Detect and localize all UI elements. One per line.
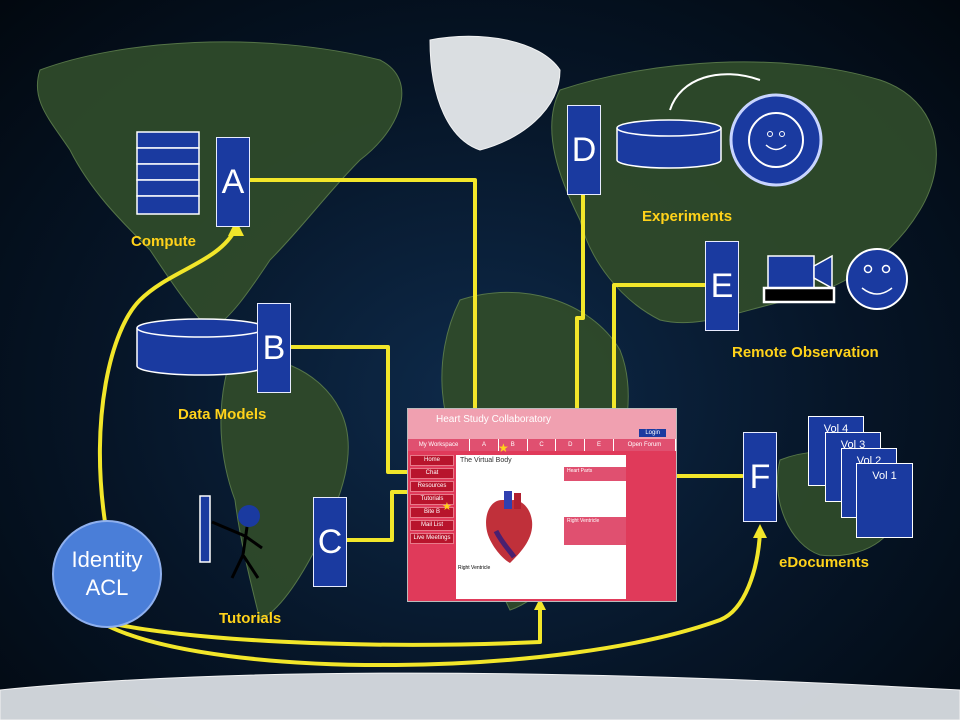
observer-face-icon — [846, 248, 908, 310]
website-tab-open-forum[interactable]: Open Forum — [613, 439, 676, 451]
website-header: Heart Study Collaboratory Login — [408, 409, 676, 439]
website-tab-c[interactable]: C — [527, 439, 557, 451]
label-edocuments: eDocuments — [779, 554, 870, 571]
website-login-button[interactable]: Login — [639, 429, 666, 437]
website-nav-tutorials[interactable]: Tutorials — [410, 494, 454, 505]
node-d[interactable]: D — [567, 105, 601, 195]
website-content-title: The Virtual Body — [460, 457, 512, 464]
arrowhead-a — [228, 220, 244, 236]
presenter-figure-icon — [199, 495, 263, 579]
website-nav-home[interactable]: Home — [410, 455, 454, 466]
website-nav-bite-b[interactable]: Bite B — [410, 507, 454, 518]
label-data-models: Data Models — [178, 406, 267, 423]
arrowhead-web-bottom — [534, 598, 546, 610]
website-nav-resources[interactable]: Resources — [410, 481, 454, 492]
connector-d-to-web — [575, 193, 585, 442]
website-tab-bar: My Workspace A B C D E Open Forum — [408, 439, 676, 451]
camera-icon — [762, 254, 836, 304]
heart-illustration-icon — [486, 491, 533, 563]
website-title: Heart Study Collaboratory — [436, 414, 552, 425]
website-heart-parts-box: Heart Parts — [564, 467, 626, 481]
identity-line-1: Identity — [71, 547, 143, 572]
identity-line-2: ACL — [85, 575, 129, 600]
node-f[interactable]: F — [743, 432, 777, 522]
website-tab-my-workspace[interactable]: My Workspace — [408, 439, 471, 451]
label-tutorials: Tutorials — [219, 610, 282, 627]
connector-identity-to-a — [97, 226, 238, 524]
document-vol-1[interactable]: Vol 1 — [856, 463, 913, 538]
node-a[interactable]: A — [216, 137, 250, 227]
identity-acl-node[interactable]: Identity ACL — [52, 520, 162, 628]
connector-identity-to-f — [106, 530, 762, 667]
database-cylinder-icon — [136, 318, 266, 376]
collaboratory-website-thumbnail[interactable]: Heart Study Collaboratory Login My Works… — [407, 408, 677, 602]
connector-e-to-web — [612, 283, 707, 444]
node-c[interactable]: C — [313, 497, 347, 587]
node-b[interactable]: B — [257, 303, 291, 393]
node-e[interactable]: E — [705, 241, 739, 331]
website-right-ventricle-box: Right Ventricle — [564, 517, 626, 545]
website-tab-e[interactable]: E — [585, 439, 614, 451]
antarctica-landmass — [0, 672, 960, 720]
website-nav-mail-list[interactable]: Mail List — [410, 520, 454, 531]
label-compute: Compute — [131, 233, 196, 250]
greenland-landmass — [429, 35, 561, 151]
south-america-landmass — [220, 356, 349, 621]
experiment-storage-cylinder-icon — [616, 119, 722, 169]
website-content-panel: The Virtual Body Heart Parts Right Ventr… — [456, 455, 626, 599]
arrowhead-f — [753, 524, 767, 538]
star-marker-icon: ★ — [498, 441, 509, 455]
website-nav-chat[interactable]: Chat — [410, 468, 454, 479]
instrument-dish-icon — [669, 73, 823, 187]
connector-identity-to-web — [104, 602, 542, 647]
website-ventricle-caption: Right Ventricle — [458, 565, 491, 571]
website-sidebar: Home Chat Resources Tutorials Bite B Mai… — [410, 455, 454, 546]
website-tab-b[interactable]: B — [498, 439, 528, 451]
website-tab-a[interactable]: A — [470, 439, 499, 451]
label-remote-observation: Remote Observation — [732, 344, 879, 361]
connector-a-to-web — [246, 178, 477, 442]
website-tab-d[interactable]: D — [556, 439, 586, 451]
compute-server-icon — [136, 131, 200, 215]
website-nav-live-meetings[interactable]: Live Meetings — [410, 533, 454, 544]
label-experiments: Experiments — [642, 208, 733, 225]
star-marker-icon-2: ★ — [442, 501, 452, 513]
